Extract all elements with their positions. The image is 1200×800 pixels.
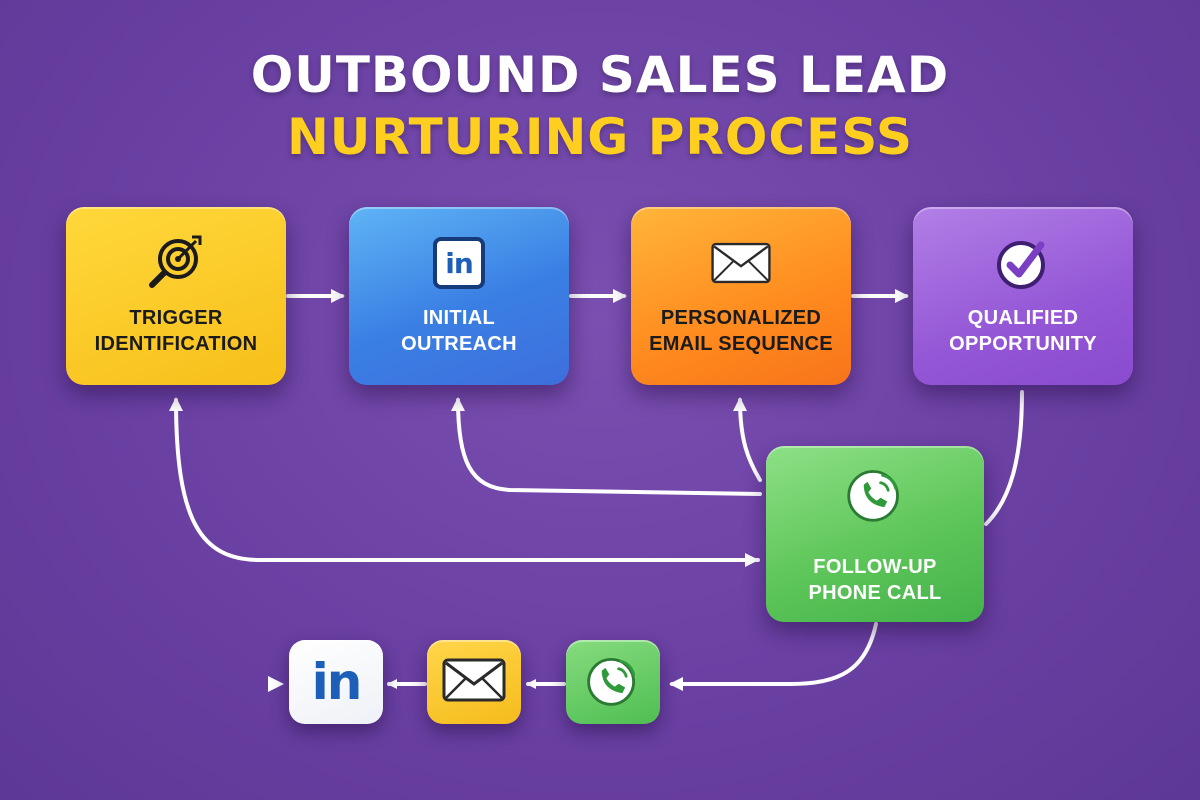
step-personalized-email-sequence[interactable]: PERSONALIZED EMAIL SEQUENCE (631, 207, 851, 385)
phone-icon (583, 650, 643, 715)
mini-linkedin[interactable]: in (289, 640, 383, 724)
linkedin-icon: in (429, 233, 489, 293)
arrow-phone-to-email (733, 397, 762, 482)
arrow-phone-to-trigger (169, 397, 760, 562)
step-label: PERSONALIZED EMAIL SEQUENCE (649, 307, 833, 355)
mini-envelope[interactable] (427, 640, 521, 724)
mini-phone[interactable] (566, 640, 660, 724)
arrow-phone-to-mini (669, 622, 878, 691)
envelope-icon (711, 233, 771, 293)
step-trigger-identification[interactable]: TRIGGER IDENTIFICATION (66, 207, 286, 385)
step-label: QUALIFIED OPPORTUNITY (949, 307, 1097, 355)
page-subtitle: NURTURING PROCESS (286, 108, 914, 166)
arrow-phone-to-qualified (984, 390, 1024, 526)
step-label: TRIGGER IDENTIFICATION (94, 307, 258, 355)
step-qualified-opportunity[interactable]: QUALIFIED OPPORTUNITY (913, 207, 1133, 385)
arrow-phone-to-initial (451, 397, 762, 496)
checkmark-circle-icon (993, 233, 1053, 293)
step-label: INITIAL OUTREACH (401, 307, 517, 355)
envelope-icon (442, 658, 506, 707)
linkedin-icon: in (311, 653, 363, 711)
page-title: OUTBOUND SALES LEAD (250, 46, 950, 104)
step-follow-up-phone-call[interactable]: FOLLOW-UP PHONE CALL (766, 446, 984, 622)
step-initial-outreach[interactable]: in INITIAL OUTREACH (349, 207, 569, 385)
phone-icon (845, 464, 905, 524)
step-label: FOLLOW-UP PHONE CALL (808, 556, 942, 604)
target-magnifier-icon (146, 233, 206, 293)
